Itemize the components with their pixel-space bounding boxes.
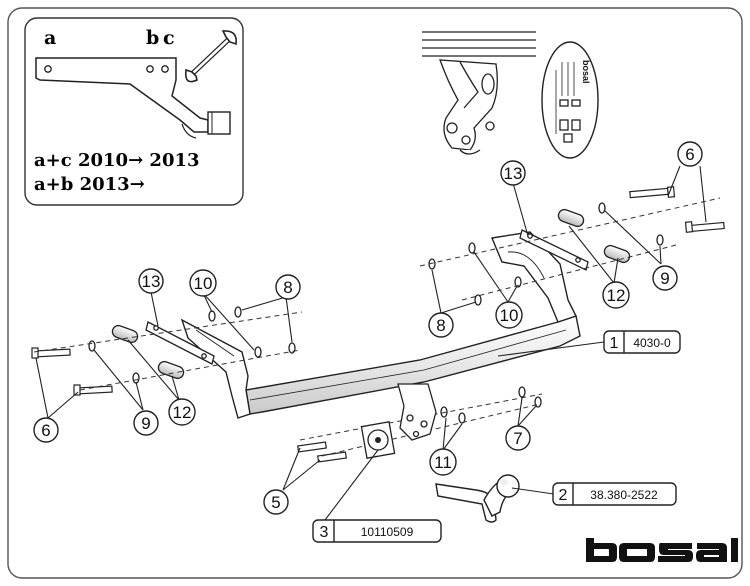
spacer-tubes-left	[111, 324, 185, 380]
callout-6-left: 6	[33, 417, 59, 443]
svg-text:9: 9	[660, 269, 669, 288]
callout-13-left: 13	[138, 268, 164, 294]
callout-12-left: 12	[168, 398, 196, 426]
inset-panel: a b c a+c 2010→ 2013 a+b 2013→	[24, 17, 244, 206]
callout-8-right: 8	[428, 312, 454, 338]
callout-7: 7	[505, 425, 531, 451]
callout-8-left: 8	[275, 274, 301, 300]
svg-text:7: 7	[513, 429, 522, 448]
socket-plate	[360, 421, 396, 459]
svg-text:11: 11	[434, 453, 452, 472]
svg-text:9: 9	[141, 414, 150, 433]
vehicle-mount-detail: bosal	[422, 31, 599, 159]
callout-10-right: 10	[495, 301, 523, 329]
bosal-logo	[586, 538, 738, 562]
part-box-1-number: 1	[610, 335, 619, 352]
svg-text:5: 5	[271, 493, 280, 512]
sticker-brand: bosal	[581, 60, 591, 84]
callout-12-right: 12	[602, 281, 630, 309]
wrench-icon	[184, 30, 238, 83]
side-plate-right	[519, 229, 589, 271]
part-box-3-number: 3	[320, 524, 329, 541]
tow-ball	[435, 474, 520, 523]
callout-group: 13 6 9 12 8 10 13 10	[33, 141, 703, 515]
part-box-2-number: 2	[559, 487, 568, 504]
callout-10-left: 10	[189, 269, 217, 297]
part-box-2: 2 38.380-2522	[552, 482, 677, 506]
svg-text:12: 12	[173, 403, 192, 422]
inset-label-b: b	[146, 27, 159, 49]
callout-9-left: 9	[133, 410, 159, 436]
part-box-3: 3 10110509	[312, 519, 442, 543]
callout-11: 11	[429, 448, 457, 476]
svg-text:12: 12	[607, 286, 626, 305]
callout-6-right: 6	[677, 141, 703, 167]
svg-text:13: 13	[504, 164, 523, 183]
main-crossbar	[180, 231, 581, 419]
part-box-1-code: 4030-0	[633, 336, 671, 350]
part-box-1: 1 4030-0	[603, 330, 681, 354]
callout-13-right: 13	[500, 160, 526, 186]
ball-mount-bracket	[397, 383, 437, 441]
svg-text:6: 6	[685, 145, 694, 164]
svg-text:10: 10	[194, 274, 213, 293]
inset-note-line-1: a+c 2010→ 2013	[34, 150, 200, 171]
svg-text:6: 6	[41, 421, 50, 440]
svg-text:8: 8	[436, 316, 445, 335]
callout-9-right: 9	[652, 265, 678, 291]
bolts	[31, 186, 725, 463]
part-box-3-code: 10110509	[361, 525, 414, 539]
svg-text:10: 10	[500, 306, 519, 325]
part-box-2-code: 38.380-2522	[590, 488, 658, 502]
svg-text:13: 13	[142, 272, 161, 291]
inset-label-a: a	[44, 27, 56, 49]
svg-text:8: 8	[283, 278, 292, 297]
leader-lines	[35, 165, 707, 521]
inset-label-c: c	[163, 27, 175, 49]
inset-note-line-2: a+b 2013→	[34, 174, 145, 195]
brand-text: bosal	[0, 0, 3, 1]
callout-5: 5	[263, 489, 289, 515]
